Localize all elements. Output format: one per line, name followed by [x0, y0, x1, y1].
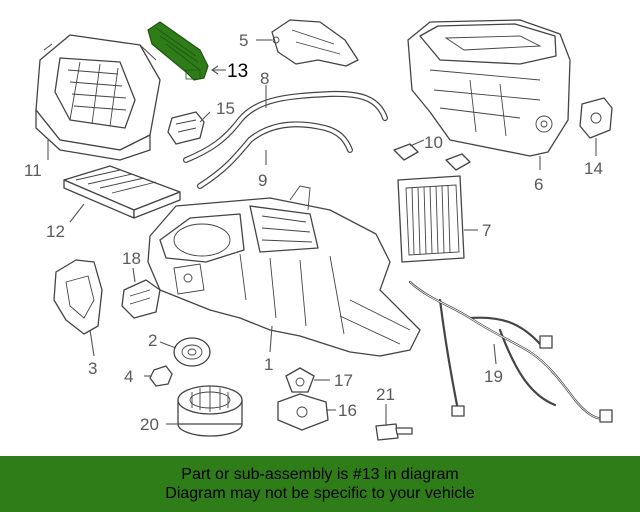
part-4-resistor[interactable] — [149, 365, 173, 387]
callout-2: 2 — [148, 331, 157, 350]
callout-3: 3 — [88, 359, 97, 378]
part-18-module[interactable] — [121, 279, 161, 319]
part-8-heater-hose[interactable] — [183, 90, 388, 163]
callout-19: 19 — [484, 367, 503, 386]
banner-line-2: Diagram may not be specific to your vehi… — [165, 485, 475, 502]
leader-lines — [47, 39, 597, 426]
callout-17: 17 — [334, 371, 353, 390]
callout-10: 10 — [424, 133, 443, 152]
part-20-blower-motor[interactable] — [177, 385, 243, 437]
part-21-sensor[interactable] — [375, 423, 413, 441]
callout-15: 15 — [216, 99, 235, 118]
callout-20: 20 — [140, 415, 159, 434]
hvac-exploded-diagram: 13 5 8 9 15 11 12 10 14 6 7 18 2 3 4 1 1… — [24, 19, 613, 441]
part-11-inlet-housing[interactable] — [35, 34, 161, 161]
part-17-actuator[interactable] — [285, 367, 315, 393]
info-banner: Part or sub-assembly is #13 in diagram D… — [0, 456, 640, 512]
callout-13: 13 — [227, 61, 248, 82]
callout-14: 14 — [584, 159, 603, 178]
part-5-duct[interactable] — [271, 19, 359, 67]
callout-7: 7 — [482, 221, 491, 240]
callout-16: 16 — [338, 401, 357, 420]
part-9-heater-hose[interactable] — [197, 121, 353, 189]
part-6-rear-module[interactable] — [407, 19, 571, 157]
part-12-cabin-filter[interactable] — [63, 165, 181, 219]
part-15-bracket[interactable] — [167, 111, 205, 145]
callout-5: 5 — [239, 31, 248, 50]
part-10-clips[interactable] — [393, 143, 471, 171]
callout-8: 8 — [260, 69, 269, 88]
callout-12: 12 — [46, 222, 65, 241]
callout-4: 4 — [124, 367, 133, 386]
callout-1: 1 — [264, 355, 273, 374]
callout-18: 18 — [122, 249, 141, 268]
callout-labels: 13 5 8 9 15 11 12 10 14 6 7 18 2 3 4 1 1… — [24, 31, 603, 434]
callout-6: 6 — [534, 175, 543, 194]
callout-21: 21 — [376, 385, 395, 404]
banner-line-1: Part or sub-assembly is #13 in diagram — [181, 466, 459, 483]
part-2-blower-wheel[interactable] — [173, 337, 211, 367]
part-13-highlighted[interactable] — [147, 21, 209, 81]
part-7-heater-core[interactable] — [397, 175, 465, 263]
callout-11: 11 — [24, 161, 42, 180]
part-16-actuator-motor[interactable] — [277, 393, 329, 431]
part-3-scroll-housing[interactable] — [53, 259, 103, 335]
part-1-main-case[interactable] — [147, 185, 421, 357]
callout-9: 9 — [258, 171, 267, 190]
part-14-actuator[interactable] — [579, 97, 613, 139]
part-19-wiring-harness[interactable] — [408, 280, 613, 423]
